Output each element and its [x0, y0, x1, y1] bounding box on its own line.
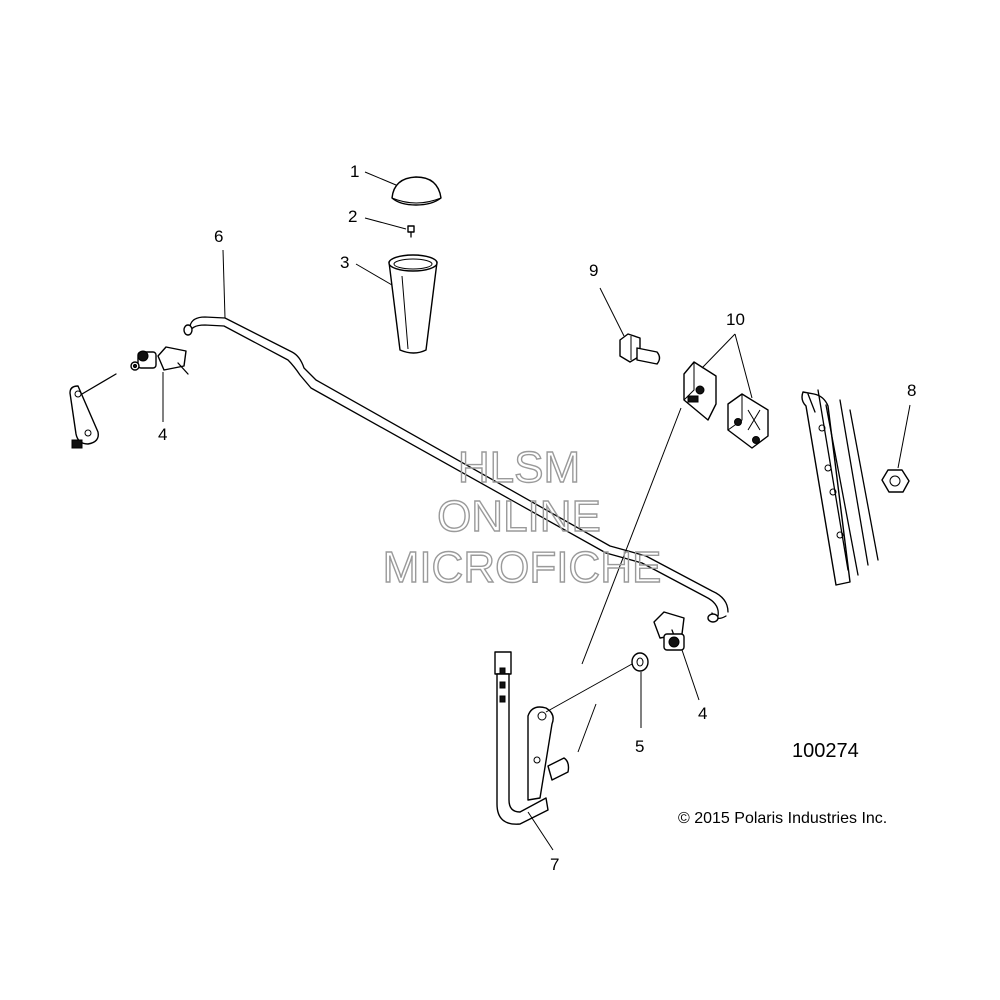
callout-1: 1: [350, 162, 359, 181]
callout-7: 7: [550, 855, 559, 874]
shift-lever: [494, 651, 570, 825]
callout-5: 5: [635, 737, 644, 756]
set-screw: [407, 225, 415, 238]
callout-6: 6: [214, 227, 223, 246]
watermark-line-1: HLSM: [458, 443, 580, 492]
left-lever-arm: [69, 373, 117, 449]
callout-9: 9: [589, 261, 598, 280]
bushing-pair: [683, 361, 769, 449]
shift-knob: [388, 254, 438, 354]
mounting-bracket: [801, 389, 879, 586]
callout-4-left: 4: [158, 425, 167, 444]
watermark-line-3: MICROFICHE: [383, 543, 662, 592]
shift-rod: [183, 316, 729, 623]
callout-3: 3: [340, 253, 349, 272]
bolt: [619, 333, 661, 365]
callout-10: 10: [726, 310, 745, 329]
leader-lines: [162, 171, 911, 851]
figure-id: 100274: [792, 740, 859, 762]
watermark-line-2: ONLINE: [437, 492, 601, 541]
watermark: HLSM ONLINE MICROFICHE: [382, 442, 662, 592]
washer: [631, 652, 649, 672]
copyright-notice: © 2015 Polaris Industries Inc.: [678, 810, 887, 827]
rod-end-clip-right: [653, 611, 685, 651]
hex-nut: [881, 469, 910, 493]
callout-8: 8: [907, 381, 916, 400]
rod-end-clip-left: [130, 346, 189, 375]
callout-2: 2: [348, 207, 357, 226]
knob-cap: [391, 176, 442, 206]
callout-4-right: 4: [698, 704, 707, 723]
